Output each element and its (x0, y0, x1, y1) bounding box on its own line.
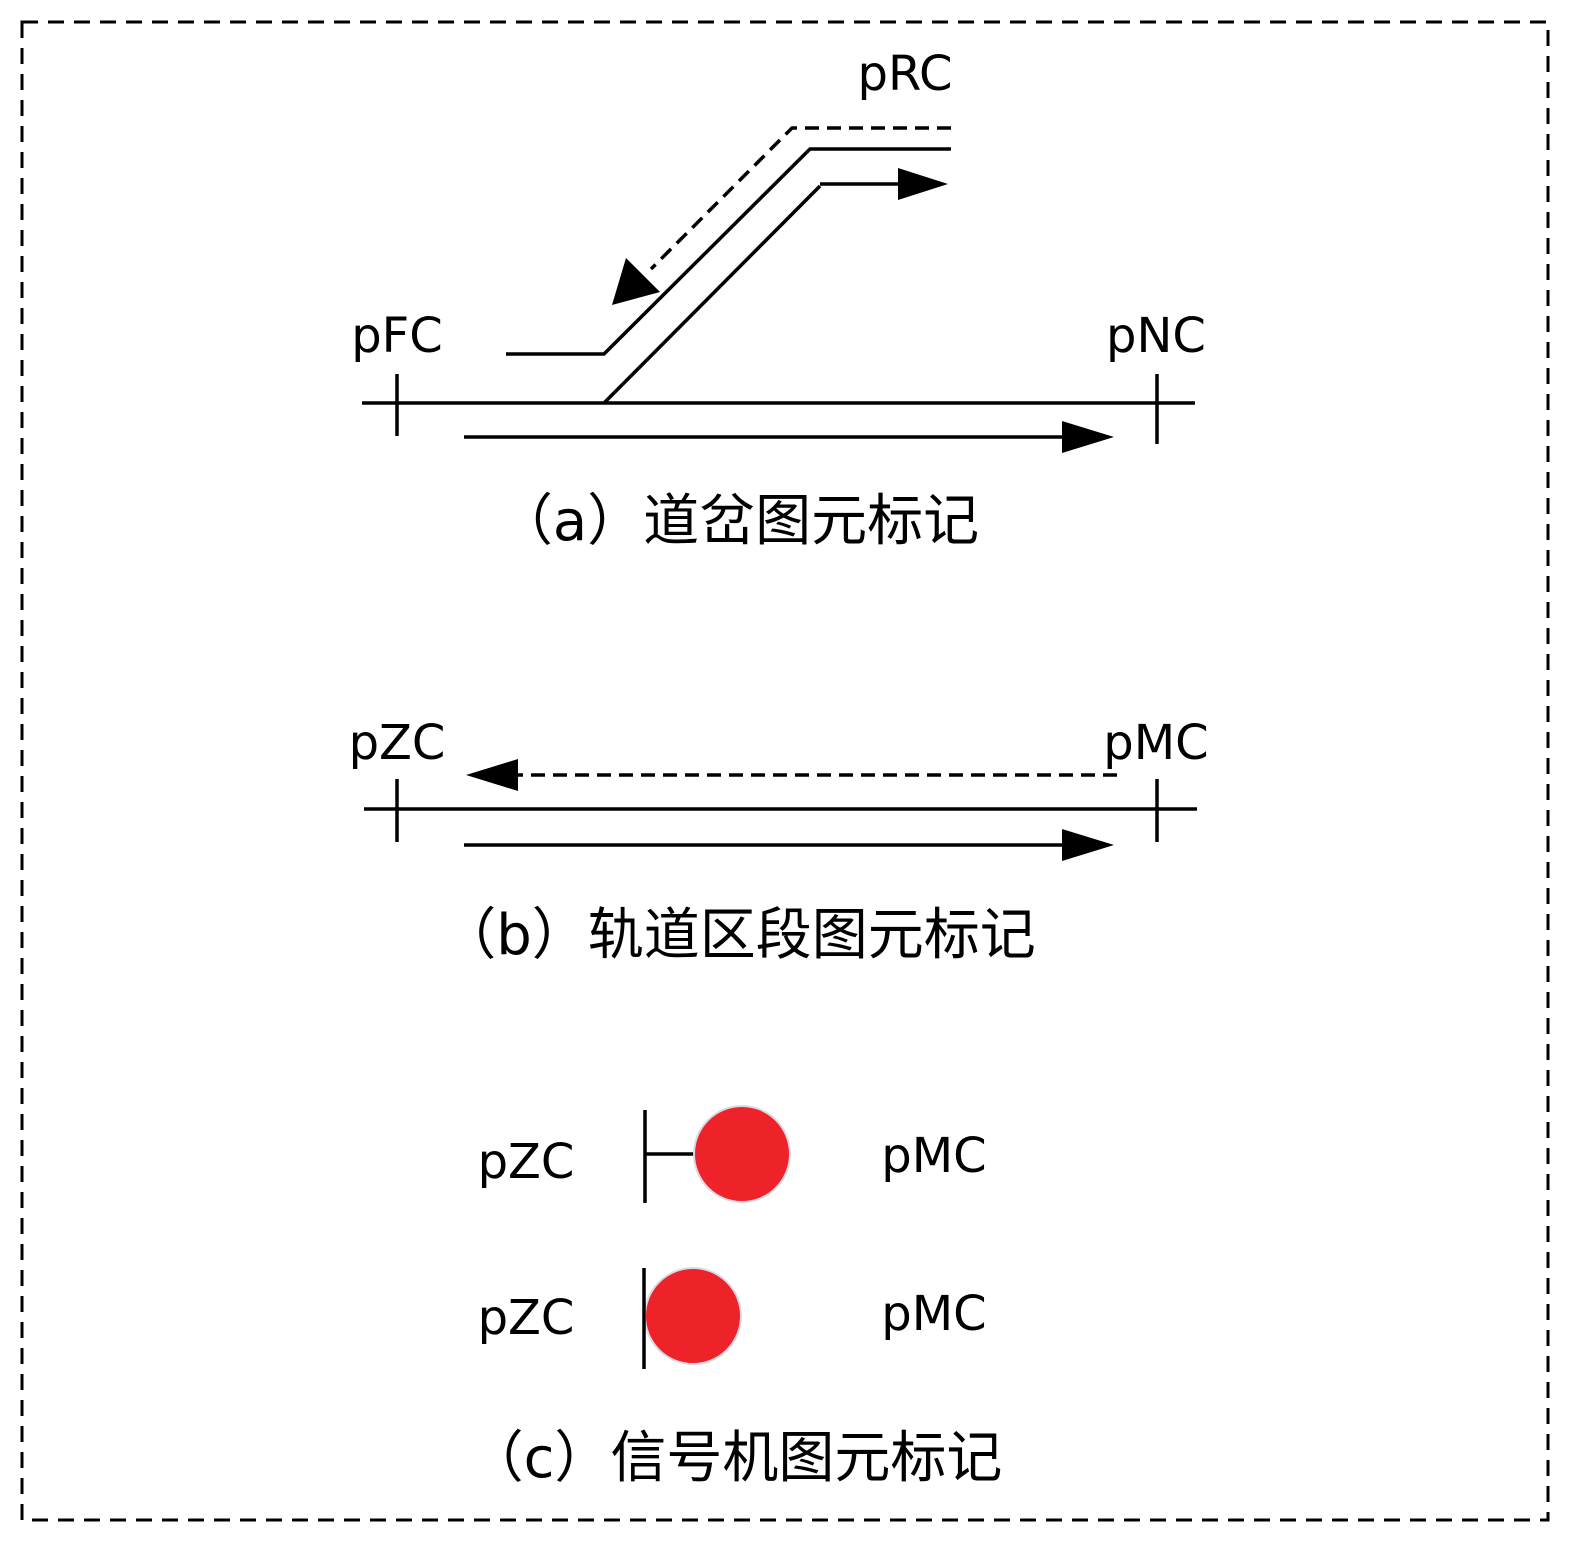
signals-caption: （c）信号机图元标记 (468, 1426, 1003, 1491)
turnout-label-pfc: pFC (351, 308, 443, 364)
panel-track-section: pZC pMC （b）轨道区段图元标记 (349, 715, 1209, 968)
signal-1-label-pmc: pMC (881, 1128, 986, 1184)
turnout-reverse-arrow-head (898, 168, 948, 200)
section-reverse-arrow-head (466, 759, 518, 791)
signal-1-label-pzc: pZC (478, 1134, 575, 1190)
section-label-pmc: pMC (1103, 715, 1208, 771)
turnout-caption: （a）道岔图元标记 (497, 489, 979, 554)
signal-1-red-lamp (693, 1105, 791, 1203)
signal-2-label-pmc: pMC (881, 1286, 986, 1342)
turnout-normal-arrow-head (1062, 421, 1114, 453)
signal-2-red-lamp (644, 1267, 742, 1365)
dashed-frame (20, 20, 1550, 1522)
panel-turnout: pRC pFC pNC （a）道岔图元标记 (351, 46, 1206, 554)
turnout-return-dashed-line (649, 126, 951, 271)
panel-signals: pZC pMC pZC pMC （c）信号机图元标记 (468, 1105, 1003, 1491)
turnout-return-arrow-head (612, 258, 660, 305)
section-caption: （b）轨道区段图元标记 (440, 903, 1036, 968)
turnout-label-pnc: pNC (1106, 308, 1206, 364)
section-label-pzc: pZC (349, 715, 446, 771)
turnout-diverging-rail-outer (506, 147, 951, 356)
section-forward-arrow-head (1062, 829, 1114, 861)
turnout-label-prc: pRC (858, 46, 953, 102)
signal-2-label-pzc: pZC (478, 1290, 575, 1346)
turnout-diverging-rail-inner (602, 184, 822, 405)
